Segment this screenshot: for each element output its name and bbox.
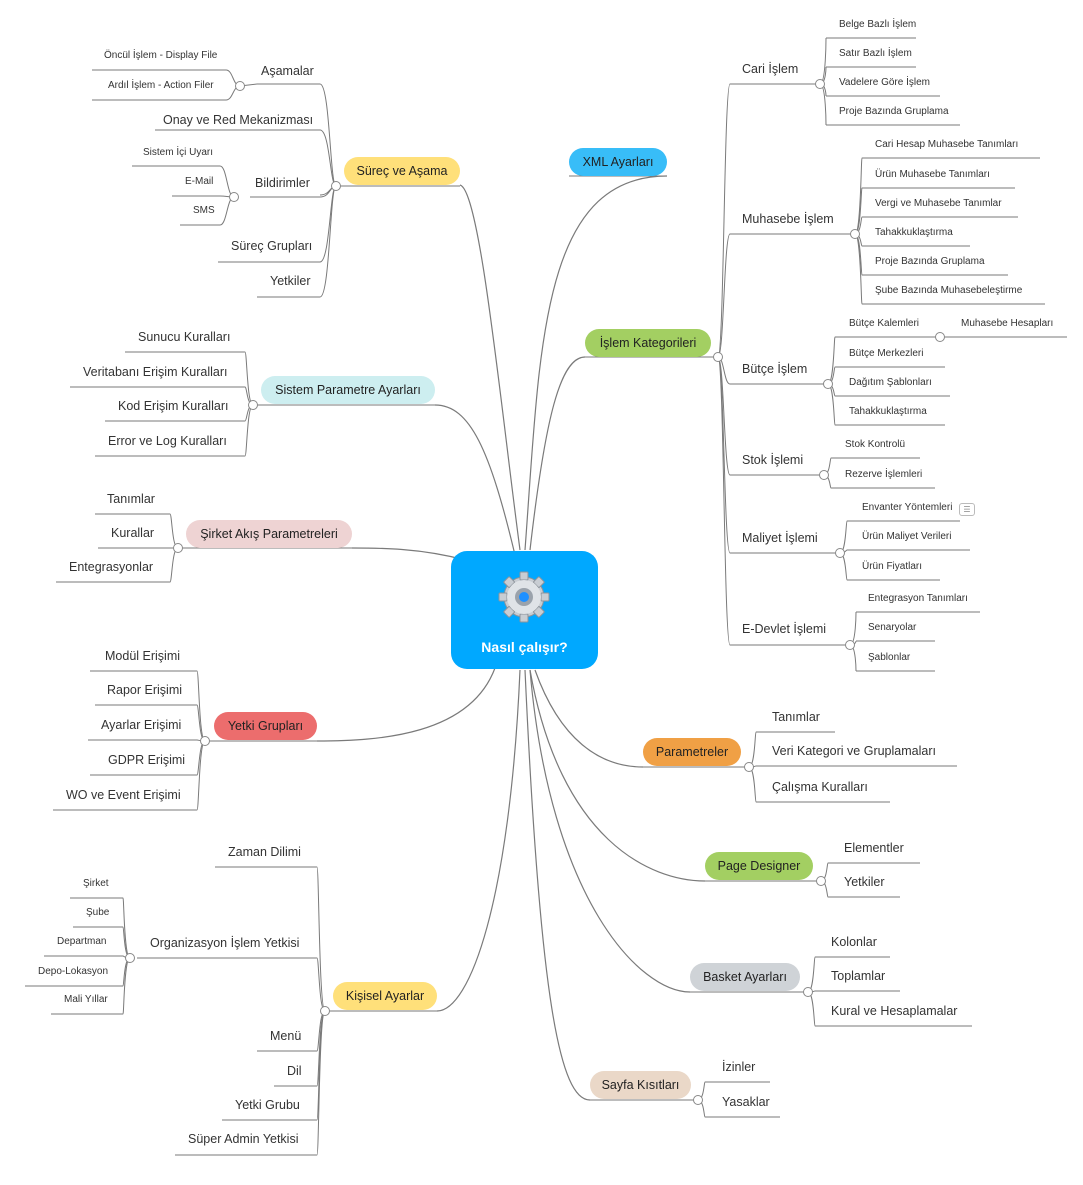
leaf-mali-yillar[interactable]: Mali Yıllar (64, 994, 108, 1005)
subtopic-surec-gruplari[interactable]: Süreç Grupları (231, 239, 313, 253)
subtopic-zaman-dilimi[interactable]: Zaman Dilimi (228, 845, 301, 859)
central-topic[interactable]: Nasıl çalışır? (451, 551, 598, 669)
leaf-urun-fiyatlari[interactable]: Ürün Fiyatları (862, 561, 923, 572)
leaf-urun-maliyet[interactable]: Ürün Maliyet Verileri (862, 531, 952, 542)
subtopic-kod-erisim[interactable]: Kod Erişim Kuralları (118, 399, 229, 413)
leaf-sablonlar[interactable]: Şablonlar (868, 652, 911, 663)
subtopic-menu[interactable]: Menü (270, 1029, 302, 1043)
leaf-stok-kontrolu[interactable]: Stok Kontrolü (845, 439, 906, 450)
leaf-depo-lokasyon[interactable]: Depo-Lokasyon (38, 966, 109, 977)
topic-kisisel-ayarlar[interactable]: Kişisel Ayarlar (333, 982, 437, 1010)
leaf-senaryolar[interactable]: Senaryolar (868, 622, 917, 633)
leaf-entegrasyon-tanimlari[interactable]: Entegrasyon Tanımları (868, 593, 968, 604)
subtopic-asamalar[interactable]: Aşamalar (261, 64, 314, 78)
leaf-muhasebe-hesaplari[interactable]: Muhasebe Hesapları (961, 318, 1054, 329)
subtopic-izinler[interactable]: İzinler (722, 1060, 756, 1074)
subtopic-muhasebe-islem[interactable]: Muhasebe İşlem (742, 212, 834, 226)
leaf-rezerve-islemleri[interactable]: Rezerve İşlemleri (845, 469, 923, 480)
subtopic-yetki-grubu[interactable]: Yetki Grubu (235, 1098, 300, 1112)
leaf-proje-bazinda-cari[interactable]: Proje Bazında Gruplama (839, 106, 949, 117)
subtopic-maliyet-islemi[interactable]: Maliyet İşlemi (742, 531, 818, 545)
subtopic-veritabani-erisim[interactable]: Veritabanı Erişim Kuralları (83, 365, 228, 379)
subtopic-wo-event-erisimi[interactable]: WO ve Event Erişimi (66, 788, 181, 802)
leaf-email[interactable]: E-Mail (185, 176, 214, 187)
subtopic-organizasyon-yetkisi[interactable]: Organizasyon İşlem Yetkisi (150, 936, 300, 950)
topic-sistem-parametre[interactable]: Sistem Parametre Ayarları (261, 376, 435, 404)
leaf-cari-hesap-muhasebe[interactable]: Cari Hesap Muhasebe Tanımları (875, 139, 1019, 150)
subtopic-cari-islem[interactable]: Cari İşlem (742, 62, 799, 76)
subtopic-elementler[interactable]: Elementler (844, 841, 904, 855)
leaf-dagitim-sablonlari[interactable]: Dağıtım Şablonları (849, 377, 932, 388)
subtopic-butce-islem[interactable]: Bütçe İşlem (742, 362, 808, 376)
subtopic-ayarlar-erisimi[interactable]: Ayarlar Erişimi (101, 718, 182, 732)
subtopic-dil[interactable]: Dil (287, 1064, 302, 1078)
subtopic-page-yetkiler[interactable]: Yetkiler (844, 875, 885, 889)
subtopic-kural-hesaplamalar[interactable]: Kural ve Hesaplamalar (831, 1004, 958, 1018)
subtopic-yetkiler[interactable]: Yetkiler (270, 274, 311, 288)
leaf-sube-bazinda[interactable]: Şube Bazında Muhasebeleştirme (875, 285, 1023, 296)
subtopic-tanimlar[interactable]: Tanımlar (107, 492, 155, 506)
leaf-tahakkuklastirma-butce[interactable]: Tahakkuklaştırma (849, 406, 927, 417)
leaf-sirket[interactable]: Şirket (83, 878, 109, 889)
subtopic-edevlet-islemi[interactable]: E-Devlet İşlemi (742, 622, 827, 636)
subtopic-calisma-kurallari[interactable]: Çalışma Kuralları (772, 780, 868, 794)
note-icon[interactable]: ☰ (959, 503, 975, 516)
topic-xml-ayarlari[interactable]: XML Ayarları (569, 148, 667, 176)
topic-surec-ve-asama[interactable]: Süreç ve Aşama (344, 157, 460, 185)
leaf-proje-bazinda-muhasebe[interactable]: Proje Bazında Gruplama (875, 256, 985, 267)
leaf-urun-muhasebe[interactable]: Ürün Muhasebe Tanımları (875, 169, 990, 180)
subtopic-toplamlar[interactable]: Toplamlar (831, 969, 886, 983)
subtopic-veri-kategori[interactable]: Veri Kategori ve Gruplamaları (772, 744, 936, 758)
leaf-ardil-islem[interactable]: Ardıl İşlem - Action Filer (108, 80, 214, 91)
subtopic-rapor-erisimi[interactable]: Rapor Erişimi (107, 683, 183, 697)
topic-basket-ayarlari[interactable]: Basket Ayarları (690, 963, 800, 991)
leaf-sube[interactable]: Şube (86, 907, 110, 918)
topic-yetki-gruplari[interactable]: Yetki Grupları (214, 712, 317, 740)
subtopic-kurallar[interactable]: Kurallar (111, 526, 155, 540)
leaf-vergi-muhasebe[interactable]: Vergi ve Muhasebe Tanımlar (875, 198, 1002, 209)
subtopic-error-log[interactable]: Error ve Log Kuralları (108, 434, 227, 448)
subtopic-gdpr-erisimi[interactable]: GDPR Erişimi (108, 753, 186, 767)
topic-sayfa-kisitlari[interactable]: Sayfa Kısıtları (590, 1071, 691, 1099)
leaf-butce-merkezleri[interactable]: Bütçe Merkezleri (849, 348, 924, 359)
topic-islem-kategorileri[interactable]: İşlem Kategorileri (585, 329, 711, 357)
subtopic-stok-islemi[interactable]: Stok İşlemi (742, 453, 804, 467)
leaf-envanter-yontemleri[interactable]: Envanter Yöntemleri (862, 502, 953, 513)
leaf-tahakkuklastirma-muhasebe[interactable]: Tahakkuklaştırma (875, 227, 953, 238)
subtopic-onay-red[interactable]: Onay ve Red Mekanizması (163, 113, 314, 127)
leaf-oncul-islem[interactable]: Öncül İşlem - Display File (104, 50, 218, 61)
leaf-sms[interactable]: SMS (193, 205, 215, 216)
leaf-departman[interactable]: Departman (57, 936, 107, 947)
subtopic-param-tanimlar[interactable]: Tanımlar (772, 710, 820, 724)
leaf-vadelere-gore[interactable]: Vadelere Göre İşlem (839, 77, 930, 88)
leaf-belge-bazli[interactable]: Belge Bazlı İşlem (839, 19, 917, 30)
central-topic-label: Nasıl çalışır? (481, 639, 568, 655)
subtopic-super-admin[interactable]: Süper Admin Yetkisi (188, 1132, 299, 1146)
topic-sirket-akis[interactable]: Şirket Akış Parametreleri (186, 520, 352, 548)
subtopic-modul-erisimi[interactable]: Modül Erişimi (105, 649, 181, 663)
topic-parametreler[interactable]: Parametreler (643, 738, 741, 766)
subtopic-kolonlar[interactable]: Kolonlar (831, 935, 877, 949)
topic-page-designer[interactable]: Page Designer (705, 852, 813, 880)
subtopic-yasaklar[interactable]: Yasaklar (722, 1095, 770, 1109)
leaf-butce-kalemleri[interactable]: Bütçe Kalemleri (849, 318, 920, 329)
leaf-satir-bazli[interactable]: Satır Bazlı İşlem (839, 48, 912, 59)
subtopic-sunucu-kurallari[interactable]: Sunucu Kuralları (138, 330, 231, 344)
gear-icon (498, 571, 550, 623)
subtopic-bildirimler[interactable]: Bildirimler (255, 176, 310, 190)
leaf-sistem-ici-uyari[interactable]: Sistem İçi Uyarı (143, 147, 214, 158)
subtopic-entegrasyonlar[interactable]: Entegrasyonlar (69, 560, 154, 574)
